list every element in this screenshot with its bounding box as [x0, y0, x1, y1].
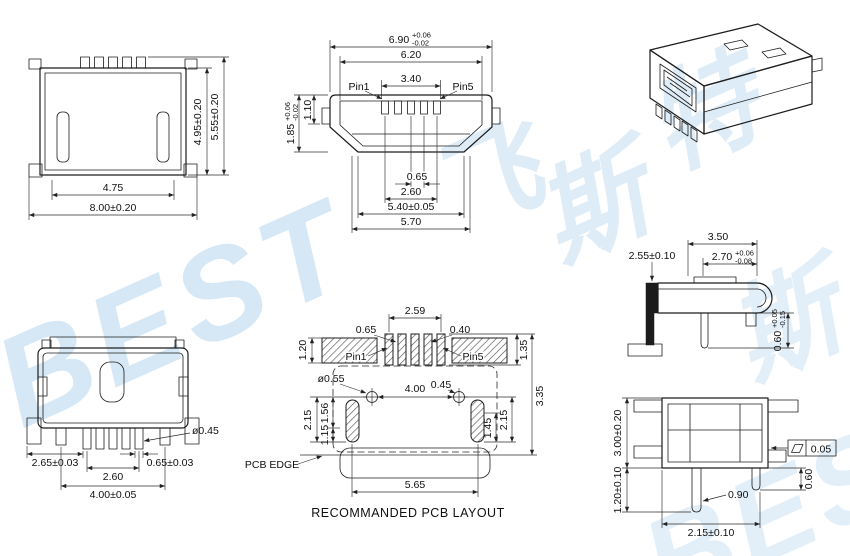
contact-leg	[121, 427, 131, 450]
dim-right-1-45: 1.45	[482, 418, 494, 439]
dim-width-outer: 8.00±0.20	[90, 202, 137, 214]
contact-pin	[407, 100, 415, 115]
flatness-value: 0.05	[811, 444, 832, 456]
dim-height: 1.85	[285, 124, 297, 145]
contact-pin	[381, 100, 389, 115]
solder-leg	[655, 103, 663, 120]
dim-height: 2.55±0.10	[629, 250, 676, 262]
contact-leg	[134, 427, 144, 450]
rear-view: ø0.45 2.65±0.03 0.65±0.03 2.60 4.00±0.05	[26, 336, 219, 501]
dim-pin-centers: 2.60	[103, 471, 124, 483]
dim-height-tol-up: +0.06	[283, 102, 292, 121]
contact-tail	[700, 312, 709, 349]
dim-pin-span: 3.40	[401, 73, 422, 85]
dim-slot-span: 5.65	[405, 479, 426, 491]
isometric-view	[649, 23, 823, 143]
latch-slot-right	[156, 111, 170, 163]
dim-pin-drop-tol-dn: -0.15	[778, 311, 787, 328]
contact-pin	[433, 100, 441, 115]
gnd-pad-right	[451, 337, 508, 364]
dim-pin-drop-tol-up: +0.05	[770, 309, 779, 328]
signal-pad	[397, 333, 407, 366]
dim-width-outer: 6.90	[389, 34, 410, 46]
contact-leg	[82, 427, 92, 450]
dim-right-2-15: 2.15	[498, 410, 510, 431]
solder-leg	[690, 126, 698, 143]
contact-pin	[420, 100, 428, 115]
dim-height: 3.00±0.20	[612, 410, 624, 457]
usb-opening	[659, 63, 697, 113]
dim-height-inner: 4.95±0.20	[192, 99, 204, 146]
dim-width: 2.15±0.10	[688, 527, 735, 539]
dim-pin-centers: 2.60	[401, 186, 422, 198]
mount-slot-right	[470, 399, 485, 443]
dim-hole-dia: ø0.55	[318, 373, 345, 385]
dim-len-top: 3.50	[708, 231, 729, 243]
connector-outline	[332, 365, 498, 453]
mount-slot-left	[345, 399, 360, 443]
pin5-label: Pin5	[452, 81, 473, 93]
dim-pad-pitch: 0.65	[356, 324, 377, 336]
contact-pin	[394, 100, 402, 115]
solder-leg	[664, 109, 672, 126]
contact-leg	[95, 427, 105, 450]
dim-pin-w: 0.90	[728, 489, 749, 501]
dim-width-outer-tol-dn: -0.02	[412, 39, 429, 48]
dim-tab-height: 1.10	[302, 100, 314, 121]
dim-left-1-56: 1.56	[319, 403, 331, 424]
contact-tail	[691, 467, 702, 513]
dim-height-outer: 5.55±0.20	[209, 94, 221, 141]
dim-len-mid: 2.70	[712, 251, 733, 263]
gnd-pad-left	[321, 337, 378, 364]
pin5-label: Pin5	[462, 351, 483, 363]
dim-depth-total: 3.35	[534, 386, 546, 407]
dim-pin-drop: 0.60	[772, 331, 784, 352]
solder-leg	[681, 120, 689, 137]
end-view: 3.00±0.20 1.20±0.10 2.15±0.10 0.90 0.60 …	[612, 397, 837, 539]
dim-width-inner: 6.20	[401, 49, 422, 61]
side-view: 3.50 2.70 +0.06 -0.08 2.55±0.10 0.60 +0.…	[627, 231, 794, 357]
pcb-edge-label: PCB EDGE	[245, 459, 299, 471]
dim-pin-drop: 0.60	[803, 469, 815, 490]
top-view: 4.95±0.20 5.55±0.20 4.75 8.00±0.20	[28, 56, 229, 220]
pcb-layout: 2.59 0.65 0.40 Pin1 Pin5 1.20 1.35 ø0.55…	[245, 305, 546, 520]
flatness-symbol-icon	[791, 444, 804, 453]
dim-height-tol-dn: -0.02	[291, 104, 300, 121]
dim-width-inner: 4.75	[103, 182, 124, 194]
dim-bottom-width-outer: 5.70	[401, 216, 422, 228]
dim-lead-width: 0.65±0.03	[147, 457, 194, 469]
dim-width-outer-tol-up: +0.06	[412, 31, 431, 40]
latch-slot-left	[56, 111, 70, 163]
dim-pad-h: 1.35	[518, 340, 530, 361]
front-view: 6.90 +0.06 -0.02 6.20 3.40 Pin1 Pin5 1.8…	[283, 31, 501, 233]
dim-left-1-15: 1.15	[319, 425, 331, 446]
dim-pad-width: 0.40	[450, 324, 471, 336]
pcb-layout-caption: RECOMMANDED PCB LAYOUT	[311, 506, 504, 520]
dim-shield-span: 4.00±0.05	[90, 489, 137, 501]
solder-leg	[673, 115, 681, 132]
dim-gnd-pad-h: 1.20	[297, 340, 309, 361]
dim-pin-len: 1.20±0.10	[612, 467, 624, 514]
dim-lead-dia: ø0.45	[192, 425, 219, 437]
dim-len-mid-tol-up: +0.06	[735, 249, 754, 258]
signal-pad	[423, 333, 433, 366]
dim-pad-span: 2.59	[405, 305, 426, 317]
contact-leg	[108, 427, 118, 450]
dim-hole-span: 4.00	[405, 383, 426, 395]
signal-pad	[410, 333, 420, 366]
shield-tail	[751, 467, 761, 491]
dim-edge-to-pin: 2.65±0.03	[32, 457, 79, 469]
pin1-label: Pin1	[348, 81, 369, 93]
dim-len-mid-tol-dn: -0.08	[735, 257, 752, 266]
dim-left-2-15: 2.15	[302, 410, 314, 431]
pin1-label: Pin1	[345, 351, 366, 363]
shield-leg	[55, 427, 67, 446]
dim-pin-pitch: 0.65	[407, 171, 428, 183]
dim-bottom-width: 5.40±0.05	[388, 201, 435, 213]
dim-hole-dia2: 0.45	[431, 379, 452, 391]
